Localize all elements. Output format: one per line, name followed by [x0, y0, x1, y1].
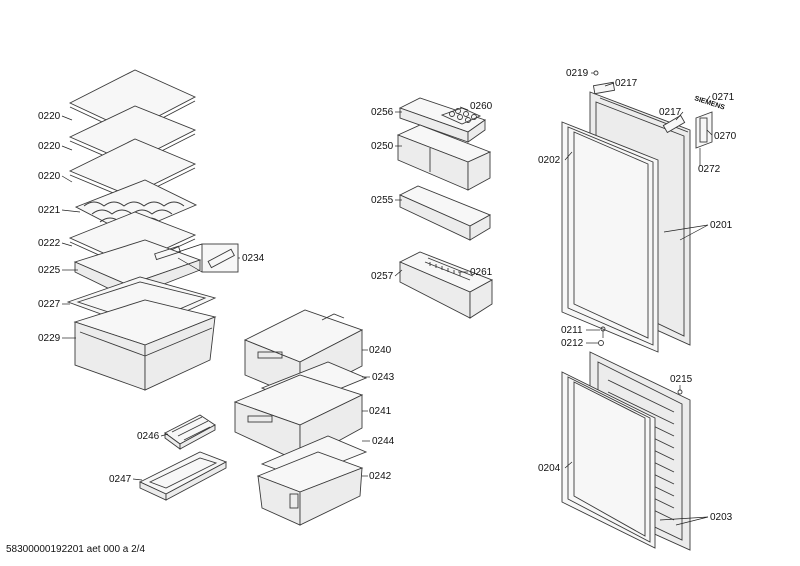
part-label-0217-a: 0217 — [615, 78, 638, 89]
part-label-0220-b: 0220 — [38, 141, 61, 152]
screw-0211 — [600, 326, 606, 338]
part-label-0272: 0272 — [698, 164, 721, 175]
screw-0219 — [593, 70, 599, 76]
insert-0234-detail — [177, 243, 239, 273]
part-label-0227: 0227 — [38, 299, 61, 310]
part-label-0270: 0270 — [714, 131, 737, 142]
part-label-0271: 0271 — [712, 92, 735, 103]
part-label-0204: 0204 — [538, 463, 561, 474]
door-compartment-with-lid — [396, 124, 492, 191]
vegetable-drawer — [73, 299, 217, 391]
part-label-0225: 0225 — [38, 265, 61, 276]
part-label-0215: 0215 — [670, 374, 693, 385]
part-label-0211: 0211 — [561, 325, 583, 336]
part-label-0240: 0240 — [369, 345, 392, 356]
part-label-0234: 0234 — [242, 253, 265, 264]
lower-door-gasket — [561, 371, 656, 549]
part-label-0202: 0202 — [538, 155, 561, 166]
door-rack-middle — [398, 185, 492, 241]
leader-lines — [61, 72, 713, 526]
part-label-0247: 0247 — [109, 474, 132, 485]
part-label-0250: 0250 — [371, 141, 394, 152]
part-label-0219: 0219 — [566, 68, 589, 79]
part-label-0243: 0243 — [372, 372, 395, 383]
part-label-0222: 0222 — [38, 238, 61, 249]
part-label-0220-a: 0220 — [38, 111, 61, 122]
part-label-0221: 0221 — [38, 205, 61, 216]
part-label-0212: 0212 — [561, 338, 584, 349]
hinge-cover-0217 — [592, 81, 616, 95]
part-label-0242: 0242 — [369, 471, 392, 482]
screw-0215 — [677, 389, 683, 395]
part-label-0256: 0256 — [371, 107, 394, 118]
ice-cube-tray — [164, 414, 216, 450]
part-label-0260: 0260 — [470, 101, 493, 112]
door-rack-with-egg-tray — [398, 97, 486, 143]
part-label-0217-b: 0217 — [659, 107, 682, 118]
part-label-0241: 0241 — [369, 406, 392, 417]
part-label-0229: 0229 — [38, 333, 61, 344]
part-label-0261: 0261 — [470, 267, 493, 278]
door-rack-bottle — [398, 251, 494, 319]
upper-door-gasket — [561, 121, 659, 353]
part-label-0246: 0246 — [137, 431, 160, 442]
hinge-cover-0217b — [662, 114, 686, 134]
part-label-0201: 0201 — [710, 220, 733, 231]
storage-tray — [138, 451, 228, 501]
part-label-0255: 0255 — [371, 195, 394, 206]
part-label-0257: 0257 — [371, 271, 394, 282]
part-label-0220-c: 0220 — [38, 171, 61, 182]
handle-0270 — [695, 111, 713, 149]
freezer-drawer-bottom — [256, 451, 364, 526]
part-label-0244: 0244 — [372, 436, 395, 447]
part-label-0203: 0203 — [710, 512, 733, 523]
part-labels: 0220 0220 0220 0221 0222 0225 0227 0229 … — [38, 68, 737, 523]
document-footer: 58300000192201 aet 000 a 2/4 — [6, 544, 146, 555]
washer-0212 — [598, 340, 604, 346]
